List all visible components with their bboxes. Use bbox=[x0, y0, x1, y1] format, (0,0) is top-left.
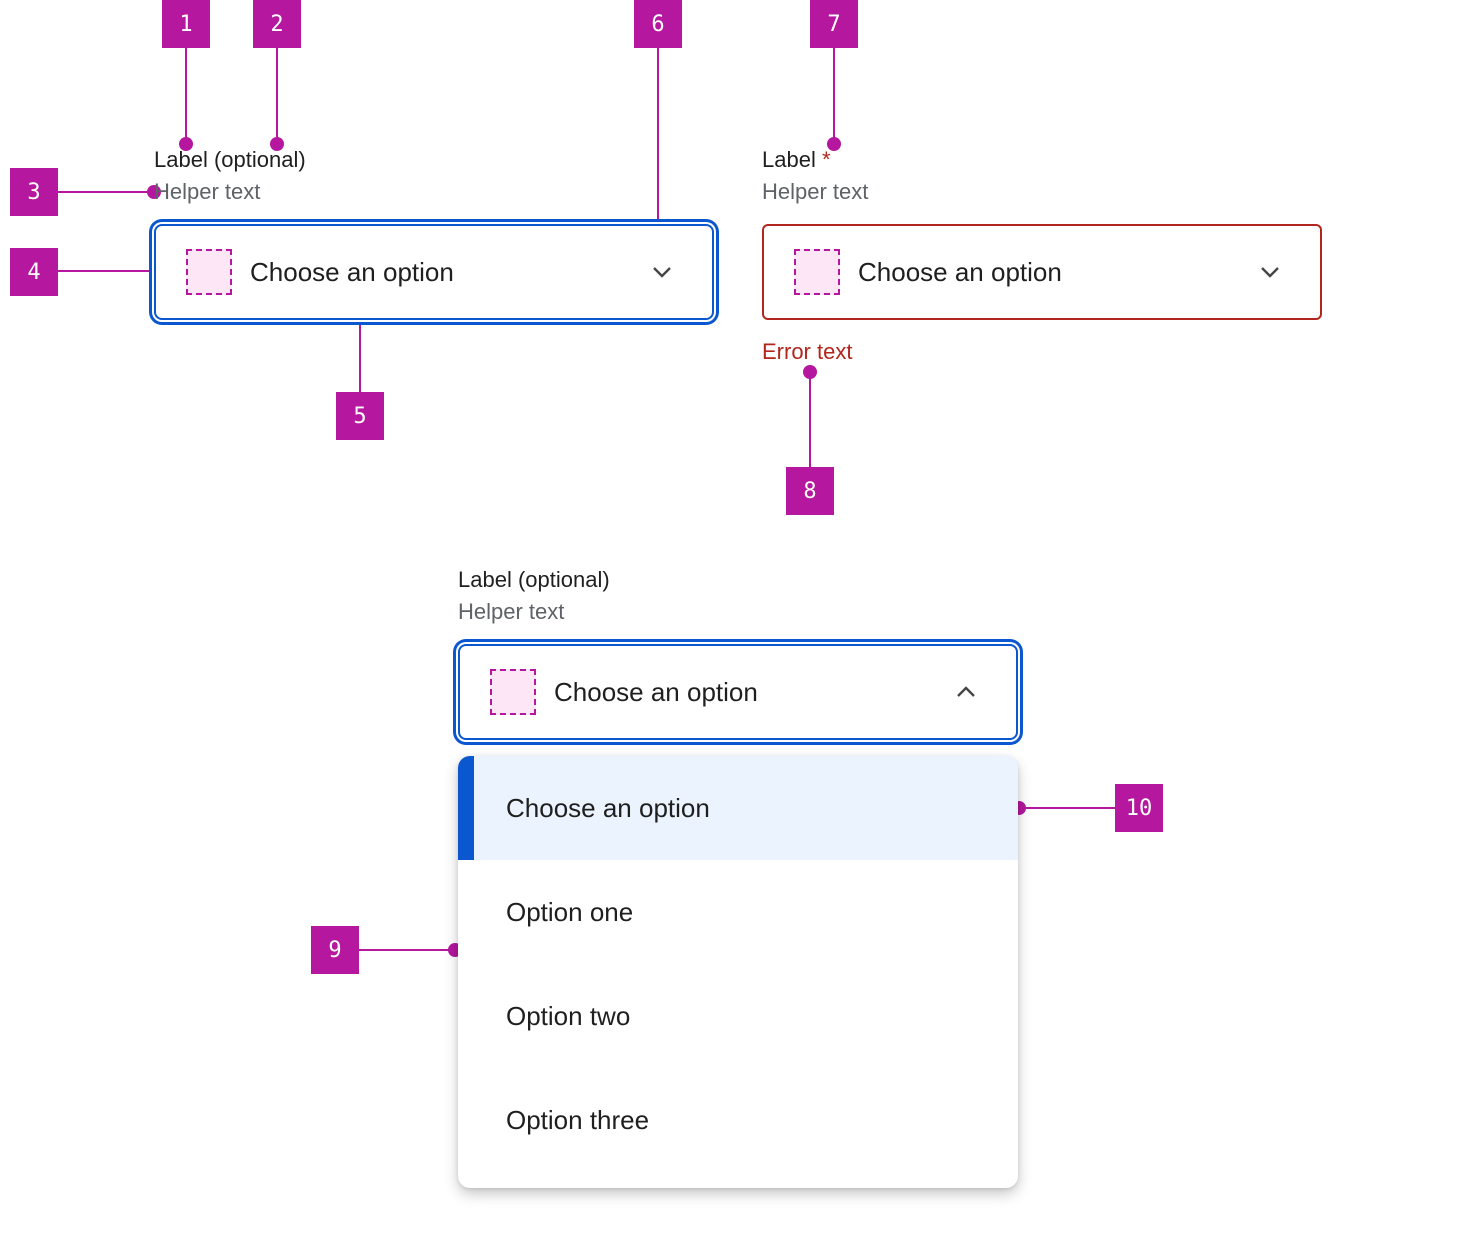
leading-icon-slot bbox=[490, 669, 536, 715]
select-placeholder: Choose an option bbox=[250, 256, 454, 287]
required-asterisk: * bbox=[821, 147, 831, 172]
field-label: Label (optional) bbox=[154, 147, 306, 173]
annotation-badge-1: 1 bbox=[162, 0, 210, 48]
chevron-down-icon[interactable] bbox=[1260, 266, 1280, 278]
label-text: Label bbox=[154, 147, 208, 172]
helper-text: Helper text bbox=[458, 599, 565, 624]
menu-item[interactable]: Option three bbox=[506, 1104, 650, 1135]
select-placeholder: Choose an option bbox=[858, 256, 1062, 287]
annotation-badge-6: 6 bbox=[634, 0, 682, 48]
menu-item-selected[interactable]: Choose an option bbox=[458, 756, 1018, 860]
annotation-badge-9: 9 bbox=[311, 926, 359, 974]
leading-icon-slot bbox=[186, 249, 232, 295]
field-label-required: Label * bbox=[762, 147, 831, 173]
optional-text: (optional) bbox=[213, 147, 306, 172]
leading-icon-slot bbox=[794, 249, 840, 295]
helper-text: Helper text bbox=[762, 179, 869, 204]
select-field-error[interactable]: Choose an option bbox=[762, 224, 1322, 320]
annotation-badge-3: 3 bbox=[10, 168, 58, 216]
select-placeholder: Choose an option bbox=[554, 676, 758, 707]
chevron-down-icon[interactable] bbox=[652, 266, 672, 278]
annotation-badge-2: 2 bbox=[253, 0, 301, 48]
annotation-badge-8: 8 bbox=[786, 467, 834, 515]
menu-item[interactable]: Option one bbox=[506, 896, 634, 927]
dropdown-menu: Choose an option Option one Option two O… bbox=[458, 756, 1018, 1188]
menu-item[interactable]: Option two bbox=[506, 1000, 631, 1031]
field-label: Label (optional) bbox=[458, 567, 610, 593]
annotation-badge-10: 10 bbox=[1115, 784, 1163, 832]
annotation-badge-4: 4 bbox=[10, 248, 58, 296]
annotation-badge-5: 5 bbox=[336, 392, 384, 440]
select-field-default[interactable]: Choose an option bbox=[154, 224, 714, 320]
helper-text: Helper text bbox=[154, 179, 261, 204]
label-text: Label bbox=[762, 147, 816, 172]
error-text: Error text bbox=[762, 339, 853, 364]
select-field-open[interactable]: Choose an option bbox=[458, 644, 1018, 740]
optional-text: (optional) bbox=[517, 567, 610, 592]
chevron-up-icon[interactable] bbox=[956, 686, 976, 698]
label-text: Label bbox=[458, 567, 512, 592]
annotation-badge-7: 7 bbox=[810, 0, 858, 48]
